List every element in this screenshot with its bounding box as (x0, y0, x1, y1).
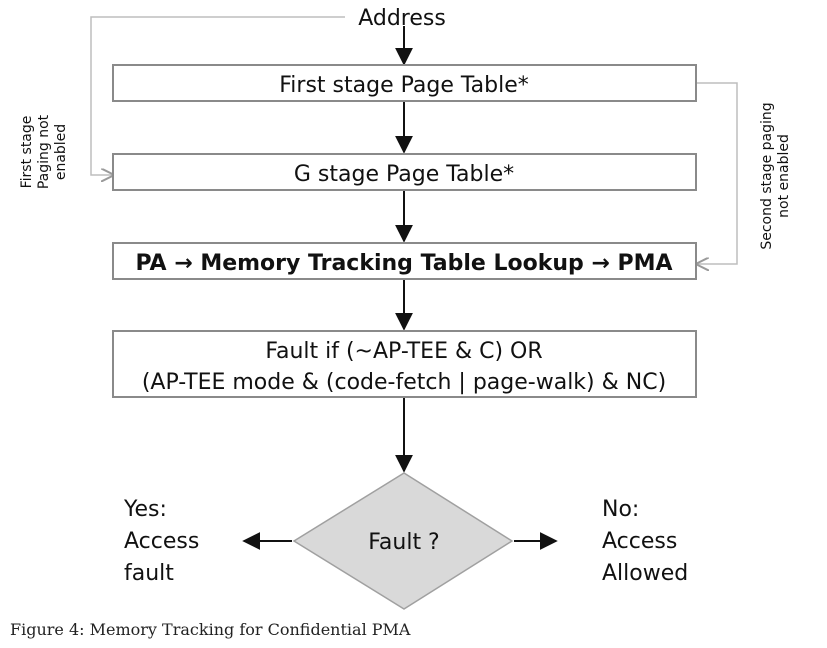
fault-condition-line-1: Fault if (~AP-TEE & C) OR (265, 339, 542, 364)
first-stage-bypass-line (90, 16, 345, 175)
side-right-line-2: not enabled (776, 134, 792, 218)
outcome-yes: Yes: Access fault (123, 497, 199, 586)
fault-condition-line-2: (AP-TEE mode & (code-fetch | page-walk) … (142, 370, 666, 395)
fault-decision-diamond (292, 472, 514, 610)
address-label: Address (358, 6, 446, 31)
second-stage-bypass-line (696, 82, 738, 264)
fault-condition-box (112, 330, 697, 398)
outcome-yes-line-1: Yes: (123, 497, 167, 522)
side-left-line-1: First stage (19, 116, 35, 189)
outcome-no: No: Access Allowed (602, 497, 688, 586)
side-right-line-1: Second stage paging (759, 102, 775, 249)
side-left-line-3: enabled (53, 124, 69, 180)
second-stage-not-enabled-note: Second stage paging not enabled (759, 102, 792, 249)
fault-decision-label: Fault ? (368, 530, 439, 555)
first-stage-not-enabled-note: First stage Paging not enabled (19, 114, 69, 189)
outcome-yes-line-3: fault (124, 561, 174, 586)
side-left-line-2: Paging not (36, 114, 52, 189)
first-stage-page-table-box (112, 64, 697, 102)
g-stage-page-table-box (112, 153, 697, 191)
outcome-no-line-1: No: (602, 497, 639, 522)
first-stage-page-table-label: First stage Page Table* (279, 73, 529, 98)
memory-tracking-lookup-box (112, 242, 697, 280)
g-stage-page-table-label: G stage Page Table* (294, 162, 514, 187)
memory-tracking-lookup-label: PA → Memory Tracking Table Lookup → PMA (135, 251, 672, 276)
outcome-no-line-3: Allowed (602, 561, 688, 586)
outcome-no-line-2: Access (602, 529, 677, 554)
outcome-yes-line-2: Access (124, 529, 199, 554)
figure-caption: Figure 4: Memory Tracking for Confidenti… (10, 620, 411, 639)
